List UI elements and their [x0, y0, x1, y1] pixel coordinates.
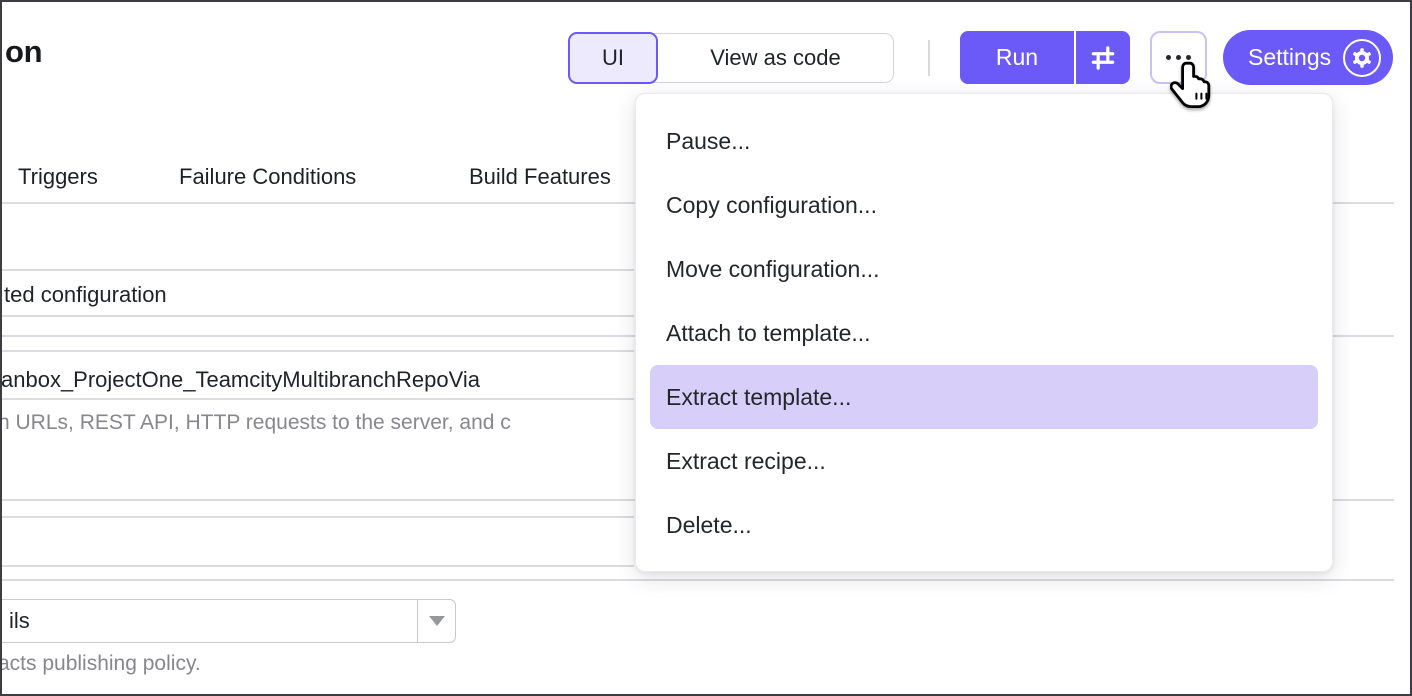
separator [2, 350, 634, 352]
tab-triggers[interactable]: Triggers [18, 164, 98, 189]
view-as-code-button[interactable]: View as code [658, 34, 893, 82]
separator [2, 315, 634, 317]
separator [2, 269, 634, 271]
select-arrow-button[interactable] [417, 600, 455, 642]
view-mode-toggle: UI View as code [568, 32, 894, 84]
page-title: on [5, 34, 43, 69]
artifacts-policy-select[interactable]: ils [2, 599, 456, 643]
menu-item-copy-configuration[interactable]: Copy configuration... [666, 192, 877, 218]
view-mode-ui-button[interactable]: UI [568, 32, 658, 84]
field-underline [2, 398, 634, 400]
chevron-down-icon [428, 616, 445, 626]
settings-button[interactable]: Settings [1223, 30, 1393, 85]
menu-item-move-configuration[interactable]: Move configuration... [666, 256, 880, 282]
configuration-row-text: ted configuration [4, 282, 167, 307]
menu-item-extract-template[interactable]: Extract template... [650, 365, 1318, 429]
settings-button-label: Settings [1248, 44, 1332, 70]
sliders-icon [1091, 45, 1115, 70]
tab-failure-conditions[interactable]: Failure Conditions [179, 164, 357, 189]
menu-item-attach-to-template[interactable]: Attach to template... [666, 320, 871, 346]
select-value: ils [9, 608, 30, 633]
more-actions-menu: Pause... Copy configuration... Move conf… [635, 93, 1333, 572]
ellipsis-icon [1166, 55, 1191, 60]
separator [2, 565, 634, 567]
tab-build-features[interactable]: Build Features [469, 164, 611, 189]
artifacts-policy-hint: acts publishing policy. [0, 652, 201, 675]
menu-item-extract-recipe[interactable]: Extract recipe... [666, 448, 826, 474]
run-with-parameters-button[interactable] [1076, 31, 1130, 84]
mouse-cursor-pointer-icon [1170, 61, 1211, 108]
separator [2, 579, 1394, 581]
build-configuration-id-hint: n URLs, REST API, HTTP requests to the s… [0, 411, 511, 434]
toolbar-divider [928, 40, 930, 76]
gear-icon [1343, 38, 1382, 77]
menu-item-pause[interactable]: Pause... [666, 128, 751, 154]
more-actions-button[interactable] [1150, 31, 1207, 84]
menu-item-delete[interactable]: Delete... [666, 512, 752, 538]
separator [2, 516, 634, 518]
build-configuration-id-value: anbox_ProjectOne_TeamcityMultibranchRepo… [1, 367, 480, 392]
run-button[interactable]: Run [960, 31, 1074, 84]
